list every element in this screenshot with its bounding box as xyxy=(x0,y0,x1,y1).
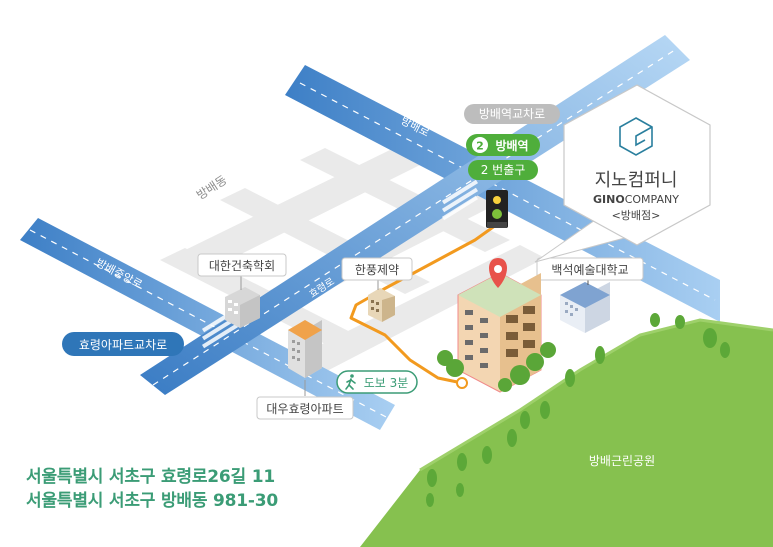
svg-text:대한건축학회: 대한건축학회 xyxy=(209,259,275,273)
hanpoong-pharma-label: 한풍제약 xyxy=(341,257,413,281)
svg-text:방배역: 방배역 xyxy=(495,138,528,153)
park-area xyxy=(360,313,773,547)
architecture-institute-building xyxy=(225,270,260,328)
svg-text:대우효령아파트: 대우효령아파트 xyxy=(266,402,343,416)
daewoo-apartment-label: 대우효령아파트 xyxy=(256,396,354,420)
daewoo-apartment-building xyxy=(288,320,322,396)
walk-time-badge: 도보 3분 xyxy=(336,370,418,394)
company-callout: 지노컴퍼니 GINOCOMPANY <방배점> xyxy=(534,84,711,263)
station-name-badge[interactable]: 2 방배역 xyxy=(466,134,540,156)
road-bangbae-jungang-ro xyxy=(20,218,395,430)
baekseok-university-building xyxy=(560,272,610,333)
company-name-ko: 지노컴퍼니 xyxy=(595,170,678,191)
intersection-label-hyoryeong: 효령아파트교차로 xyxy=(62,332,184,356)
svg-text:2: 2 xyxy=(476,140,484,153)
station-intersection-label: 방배역교차로 xyxy=(464,104,560,124)
company-name-en: GINOCOMPANY xyxy=(593,193,679,206)
road-address: 서울특별시 서초구 효령로26길 11 xyxy=(26,467,275,487)
baekseok-university-label: 백석예술대학교 xyxy=(536,257,644,281)
trees xyxy=(437,342,556,392)
company-branch: <방배점> xyxy=(612,209,661,222)
park-label: 방배근린공원 xyxy=(589,454,655,468)
hanpoong-pharma-building xyxy=(368,275,395,322)
location-pin-icon[interactable] xyxy=(489,258,507,288)
svg-text:효령아파트교차로: 효령아파트교차로 xyxy=(79,338,167,352)
company-logo-icon xyxy=(619,117,653,156)
station-exit-badge: 2 번출구 xyxy=(468,160,538,180)
lot-address: 서울특별시 서초구 방배동 981-30 xyxy=(26,491,278,511)
svg-text:2 번출구: 2 번출구 xyxy=(481,163,526,177)
svg-text:한풍제약: 한풍제약 xyxy=(355,262,399,277)
svg-text:도보 3분: 도보 3분 xyxy=(364,376,409,390)
station-exit-post xyxy=(486,190,508,228)
walking-route xyxy=(349,223,497,385)
svg-text:방배역교차로: 방배역교차로 xyxy=(479,107,545,121)
architecture-institute-label: 대한건축학회 xyxy=(197,253,287,277)
walking-person-icon xyxy=(345,374,356,390)
svg-text:백석예술대학교: 백석예술대학교 xyxy=(551,263,628,277)
